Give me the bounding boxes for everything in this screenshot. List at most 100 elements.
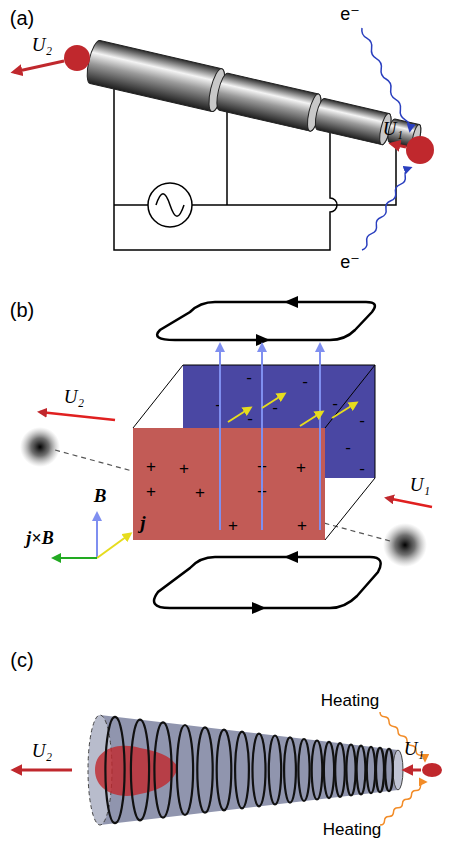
coil [177,725,193,815]
charge-sign: + [146,458,156,475]
velocity-arrow [392,144,406,147]
current-arrowhead [284,296,298,308]
axis-arrow [97,534,130,558]
charge-sign: - [215,396,221,413]
panel-label: (b) [10,300,34,320]
ion-bunch [64,45,90,71]
charge-sign: + [297,517,307,534]
current-arrowhead [256,334,270,346]
heating-wave [380,782,425,825]
coil [376,748,384,792]
coil [367,747,375,793]
coil [105,717,124,823]
coil [312,741,323,800]
box-edge [325,365,375,540]
box-edge [133,365,375,428]
velocity-label: U₂ [32,741,52,760]
positive-plate: + + + + + + + + + [133,428,325,540]
coil [385,749,393,791]
velocity-arrow [387,498,432,507]
coil [298,739,309,801]
electron-label: e⁻ [340,5,360,23]
plasma-plume [95,746,178,796]
heating-label: Heating [321,692,380,709]
sine-symbol [156,194,184,217]
panel-label: (a) [10,8,34,28]
box-outline [133,365,375,540]
current-arrow [300,412,322,426]
charge-sign: - [246,369,252,386]
axis-arrow [54,557,97,559]
plasma-bunch [20,427,60,467]
charge-sign: - [359,460,365,477]
coil [357,746,366,795]
panel-label: (c) [10,650,33,670]
charge-sign: + [146,483,156,500]
laser-wave [362,168,410,250]
velocity-label: U₁ [383,119,403,138]
coil [217,730,232,811]
coil [335,743,345,797]
coil [197,727,212,812]
current-arrow [262,394,284,408]
drift-tube [84,39,228,113]
velocity-arrow [14,61,64,72]
coil [154,722,171,817]
coil-loop [157,302,375,340]
wire [226,112,228,205]
charge-sign: - [302,373,308,390]
velocity-arrow [40,412,115,420]
coil [346,745,355,796]
nozzle-throat [393,750,403,790]
velocity-label: U₂ [64,387,84,406]
velocity-arrow [405,769,421,772]
plasma-pellet [422,763,442,777]
velocity-arrow [14,769,72,772]
electron-label: e⁻ [340,253,360,271]
ion-bunch [406,136,434,164]
charge-sign: + [296,459,306,476]
current-arrow [228,408,250,422]
coil [131,720,149,821]
current-arrow [332,403,356,418]
coil [284,737,296,802]
coil [253,734,266,807]
charge-sign: - [247,410,253,427]
vector-label: j×B [26,529,53,547]
heating-label: Heating [323,821,382,838]
wire [192,144,396,205]
charge-sign: + [228,517,238,534]
charge-sign: + [195,484,205,501]
velocity-label: U₁ [410,475,430,494]
charge-sign: - [345,439,351,456]
wire [114,204,148,206]
charge-sign: - [332,395,338,412]
heating-wave [380,712,425,760]
laser-wave [362,28,410,130]
field-arrow [219,345,221,530]
coil-loop [154,557,381,608]
charge-sign: - [272,399,278,416]
velocity-label: U₁ [404,739,424,758]
plasma-bunch [383,523,427,567]
vector-label: j [140,513,145,532]
coil [235,732,249,809]
ac-source [148,183,192,227]
coil [269,736,281,805]
charge-sign: + [257,458,267,475]
coil [324,742,334,798]
charge-sign: - [359,412,365,429]
magnetic-coils [105,717,392,823]
field-arrow [319,345,321,530]
vector-label: B [94,486,107,505]
charge-sign: + [179,460,189,477]
current-arrowhead [284,551,298,563]
drift-tube [313,98,393,146]
field-arrow [261,345,263,530]
axis-arrow [96,514,98,558]
charge-sign: + [257,483,267,500]
drift-tube [214,72,323,132]
current-arrowhead [252,602,266,614]
velocity-label: U₂ [32,35,52,54]
